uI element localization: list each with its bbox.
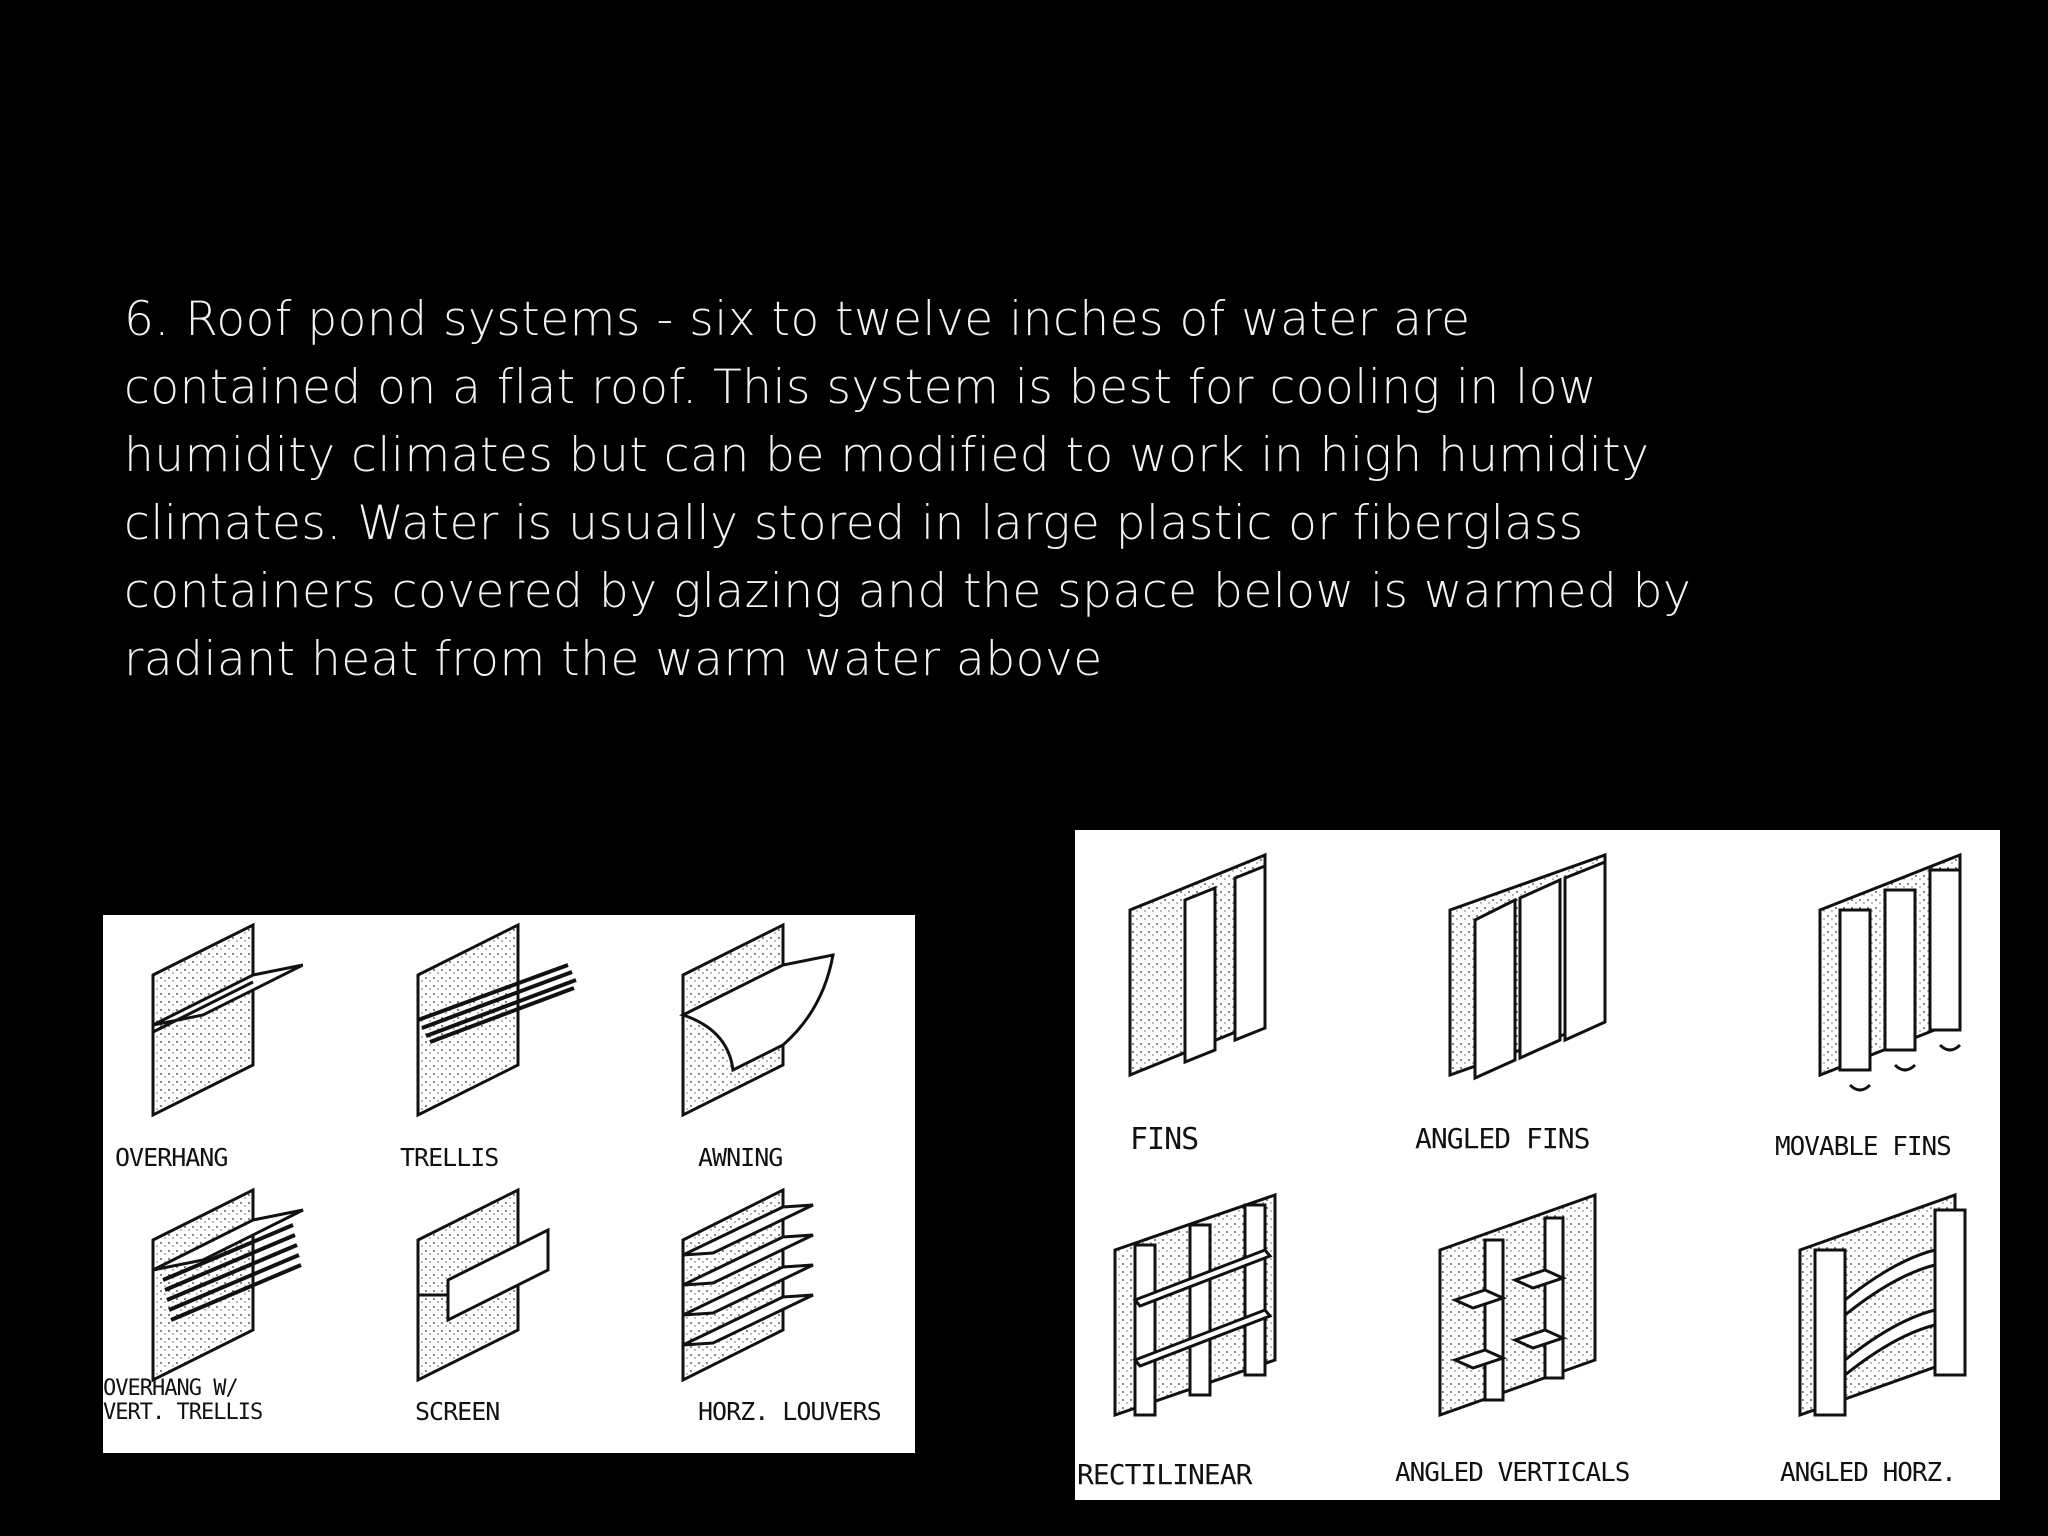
body-paragraph: 6. Roof pond systems - six to twelve inc… <box>124 286 1824 694</box>
overhang-vert-trellis-sketch <box>151 1187 304 1383</box>
angled-horz-sketch <box>1798 1192 1967 1418</box>
fins-sketch <box>1128 852 1267 1078</box>
label-awning: AWNING <box>698 1143 783 1172</box>
shading-devices-figure: OVERHANG TRELLIS AWNING OVERHANG W/ VERT… <box>103 915 915 1453</box>
trellis-sketch <box>416 922 577 1118</box>
awning-sketch <box>679 922 835 1118</box>
angled-fins-sketch <box>1448 852 1607 1081</box>
movable-fins-sketch <box>1818 852 1962 1092</box>
label-rectilinear: RECTILINEAR <box>1077 1458 1252 1491</box>
paragraph-line-3: humidity climates but can be modified to… <box>124 428 1650 483</box>
label-overhang-vert-trellis: OVERHANG W/ VERT. TRELLIS <box>103 1376 263 1425</box>
angled-verticals-sketch <box>1438 1192 1597 1418</box>
rectilinear-sketch <box>1113 1192 1277 1418</box>
label-horz-louvers: HORZ. LOUVERS <box>698 1397 882 1426</box>
vertical-devices-figure: FINS ANGLED FINS MOVABLE FINS RECTILINEA… <box>1075 830 2000 1500</box>
label-fins: FINS <box>1130 1122 1199 1157</box>
paragraph-line-2: contained on a flat roof. This system is… <box>124 360 1597 415</box>
paragraph-line-5: containers covered by glazing and the sp… <box>124 564 1692 619</box>
label-vert-trellis: VERT. TRELLIS <box>103 1400 263 1425</box>
label-trellis: TRELLIS <box>400 1143 499 1172</box>
label-angled-verticals: ANGLED VERTICALS <box>1395 1458 1630 1488</box>
screen-sketch <box>416 1187 550 1383</box>
label-overhang: OVERHANG <box>115 1143 228 1172</box>
label-angled-fins: ANGLED FINS <box>1415 1122 1590 1155</box>
horz-louvers-sketch <box>681 1187 814 1383</box>
label-overhang-w: OVERHANG W/ <box>103 1376 239 1401</box>
label-angled-horz: ANGLED HORZ. <box>1780 1458 1957 1488</box>
paragraph-line-6: radiant heat from the warm water above <box>124 632 1103 687</box>
overhang-sketch <box>151 922 303 1118</box>
label-movable-fins: MOVABLE FINS <box>1775 1132 1952 1162</box>
paragraph-line-4: climates. Water is usually stored in lar… <box>124 496 1584 551</box>
label-screen: SCREEN <box>415 1397 500 1426</box>
paragraph-line-1: 6. Roof pond systems - six to twelve inc… <box>124 292 1471 347</box>
